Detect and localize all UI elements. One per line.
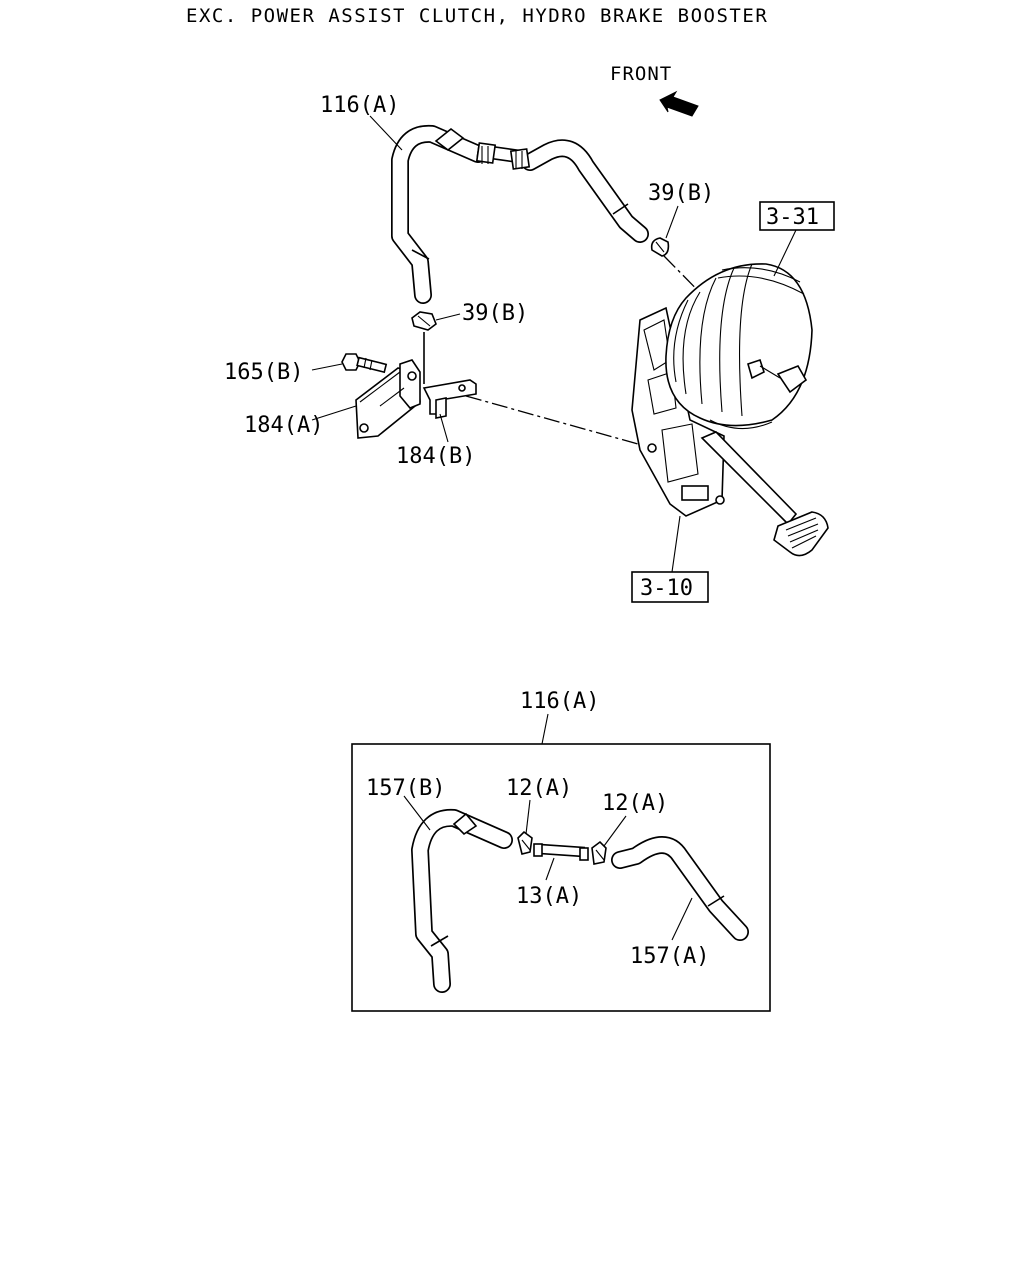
leader-157b [403, 795, 431, 831]
alignment-line-bracket [465, 395, 639, 445]
bracket-184b [422, 379, 477, 419]
callout-184b: 184(B) [396, 444, 475, 469]
hose-clip-upper [650, 237, 670, 257]
ref-label-3-10: 3-10 [640, 576, 693, 601]
diagram-title: EXC. POWER ASSIST CLUTCH, HYDRO BRAKE BO… [186, 5, 768, 27]
leader-184a [311, 405, 357, 421]
leader-184b [439, 413, 449, 443]
callout-39b-lower: 39(B) [462, 301, 528, 326]
clamp-12a-left [517, 830, 533, 855]
clamp-12a-right [591, 840, 607, 865]
callout-12a-right: 12(A) [602, 791, 668, 816]
leader-3-10 [671, 515, 681, 573]
leader-39b-upper [665, 205, 679, 239]
callout-184a: 184(A) [244, 413, 323, 438]
bracket-184a [355, 359, 421, 439]
leader-3-31 [773, 229, 797, 277]
callout-116a: 116(A) [320, 93, 399, 118]
leader-13a [545, 857, 555, 881]
hose-clip-lower [411, 311, 437, 331]
callout-157b: 157(B) [366, 776, 445, 801]
front-label: FRONT [610, 63, 672, 85]
reference-3-31: 3-31 [759, 201, 835, 231]
leader-157a [671, 897, 693, 941]
brake-booster-pedal-assembly [631, 263, 829, 557]
reference-3-10: 3-10 [631, 571, 709, 603]
leader-12a-left [525, 799, 531, 835]
callout-157a: 157(A) [630, 944, 709, 969]
leader-39b-lower [435, 313, 461, 321]
pipe-13a [533, 843, 589, 861]
callout-39b-upper: 39(B) [648, 181, 714, 206]
hose-157a [611, 836, 749, 941]
detail-title-leader [541, 713, 549, 745]
callout-12a-left: 12(A) [506, 776, 572, 801]
front-arrow-icon [659, 90, 699, 117]
leader-116a [369, 115, 403, 151]
bolt-165b [341, 353, 388, 374]
leader-12a-right [603, 815, 627, 847]
vacuum-hose-assembly [391, 124, 649, 304]
detail-box [351, 743, 771, 1012]
leader-165b [311, 363, 343, 371]
callout-13a: 13(A) [516, 884, 582, 909]
detail-title: 116(A) [520, 689, 599, 714]
hose-157b [411, 808, 513, 993]
ref-label-3-31: 3-31 [766, 205, 819, 230]
callout-165b: 165(B) [224, 360, 303, 385]
